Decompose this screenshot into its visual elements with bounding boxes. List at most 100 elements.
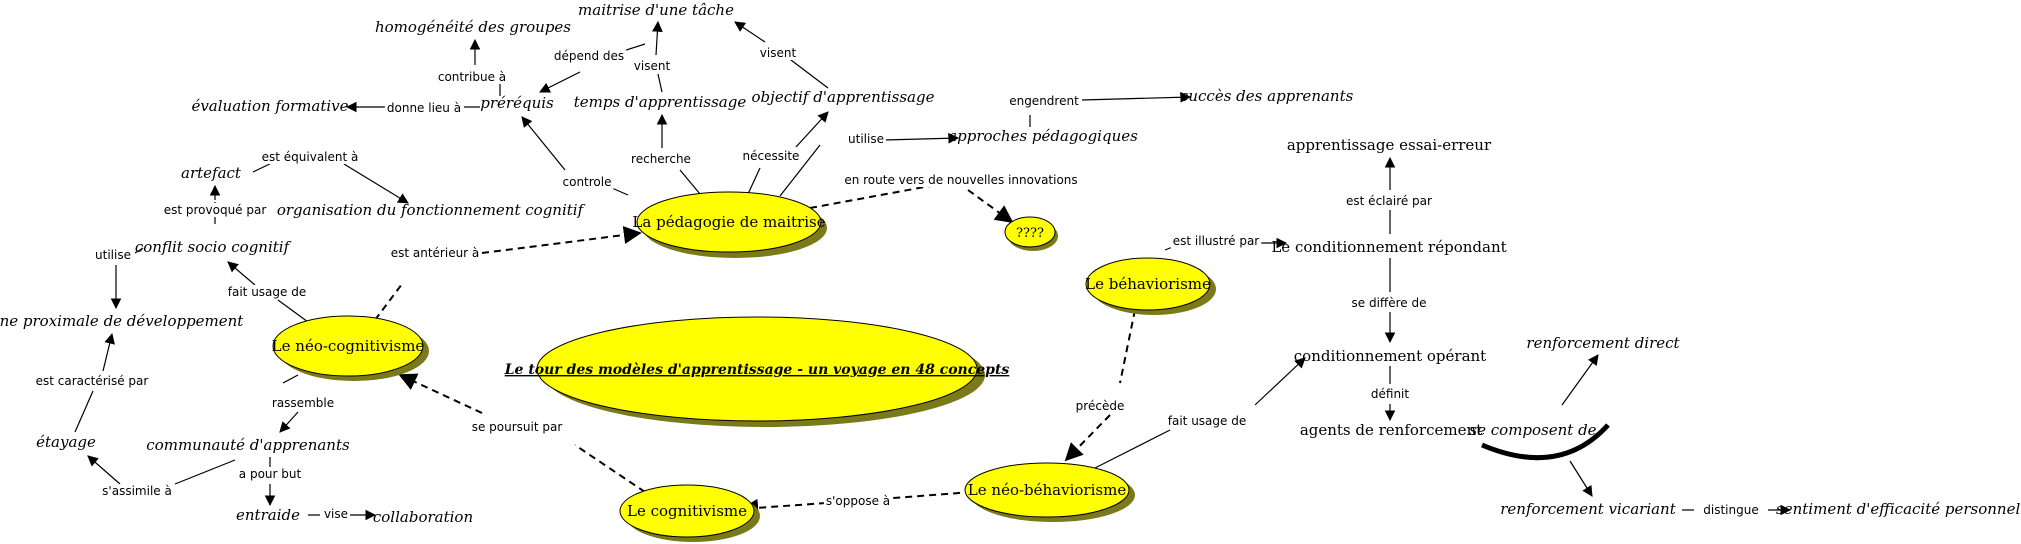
concept-prerequis[interactable]: préréquis xyxy=(480,94,554,112)
link-label-bg xyxy=(33,374,151,388)
link-caracterise: est caractérisé par xyxy=(36,374,149,388)
concept-temps[interactable]: temps d'apprentissage xyxy=(574,93,747,111)
link-engendrent: engendrent xyxy=(1009,94,1079,108)
link-label-bg xyxy=(631,59,673,73)
line-necessite-objectif xyxy=(795,111,829,148)
title-bubble[interactable]: Le tour des modèles d'apprentissage - un… xyxy=(504,316,1010,427)
concept-artefact[interactable]: artefact xyxy=(181,164,242,182)
link-precede: précède xyxy=(1076,399,1125,413)
map-title: Le tour des modèles d'apprentissage - un… xyxy=(504,362,1010,378)
concept-se-composent[interactable]: se composent de xyxy=(1469,421,1596,439)
link-label-bg xyxy=(823,494,893,508)
link-donne-lieu: donne lieu à xyxy=(387,101,461,115)
line-utilise-approches xyxy=(884,132,960,144)
link-label-bg xyxy=(100,484,174,498)
link-fait-usage1: fait usage de xyxy=(228,285,306,299)
concept-zone[interactable]: zone proximale de développement xyxy=(0,312,244,330)
line-pedagogie-necessite xyxy=(747,167,761,195)
concept-agents[interactable]: agents de renforcement xyxy=(1300,421,1482,439)
link-label-bg xyxy=(388,246,482,260)
link-provoque: est provoqué par xyxy=(164,203,267,217)
link-label-bg xyxy=(321,507,351,521)
bubble-cognitivisme-label: Le cognitivisme xyxy=(627,502,747,520)
bubble-cognitivisme[interactable]: Le cognitivisme xyxy=(619,484,760,542)
concepts: homogénéité des groupes maitrise d'une t… xyxy=(0,1,2021,526)
link-differe: se diffère de xyxy=(1352,296,1427,310)
line-precede-neobehav xyxy=(1064,414,1111,462)
link-eclaire: est éclairé par xyxy=(1346,194,1432,208)
link-label-bg xyxy=(1007,94,1082,108)
link-label-bg xyxy=(842,173,1080,187)
concept-conditionnement-operant[interactable]: conditionnement opérant xyxy=(1294,347,1486,365)
line-oppose-cognitivisme xyxy=(740,498,827,517)
link-label-bg xyxy=(1170,234,1262,248)
concept-renforcement-vicariant[interactable]: renforcement vicariant xyxy=(1500,500,1676,518)
link-oppose: s'oppose à xyxy=(826,494,890,508)
line-pedagogie-recherche xyxy=(679,169,701,195)
concept-renforcement-direct[interactable]: renforcement direct xyxy=(1526,334,1680,352)
line-equivalent-organisation xyxy=(343,163,409,204)
link-anterieur: est antérieur à xyxy=(391,246,480,260)
bubble-pedagogie[interactable]: La pédagogie de maitrise xyxy=(632,191,827,258)
bubble-pedagogie-label: La pédagogie de maitrise xyxy=(632,213,825,231)
concept-approches[interactable]: approches pédagogiques xyxy=(948,127,1138,145)
line-anterieur-pedagogie xyxy=(481,226,642,254)
line-enroute-unknown xyxy=(967,189,1014,224)
concept-conditionnement-repondant[interactable]: Le conditionnement répondant xyxy=(1271,238,1506,256)
link-en-route: en route vers de nouvelles innovations xyxy=(844,173,1077,187)
line-caracterise-zone xyxy=(102,332,115,372)
link-label-bg xyxy=(1073,399,1127,413)
bubble-unknown[interactable]: ???? xyxy=(1004,216,1058,251)
concept-organisation[interactable]: organisation du fonctionnement cognitif xyxy=(277,201,586,219)
link-label-bg xyxy=(1349,296,1429,310)
concept-efficacite[interactable]: sentiment d'efficacité personnelle xyxy=(1776,500,2021,518)
concept-evaluation-formative[interactable]: évaluation formative xyxy=(191,97,348,115)
line-depend-prerequis xyxy=(539,71,581,93)
concept-essai-erreur[interactable]: apprentissage essai-erreur xyxy=(1287,136,1492,154)
bubble-neo-cognitivisme[interactable]: Le néo-cognitivisme xyxy=(272,315,429,381)
concept-etayage[interactable]: étayage xyxy=(36,433,96,451)
line-rassemble-communaute xyxy=(279,411,299,433)
link-label-bg xyxy=(225,285,309,299)
link-label-bg xyxy=(560,175,614,189)
line-engendrent-succes xyxy=(1081,91,1192,103)
link-rassemble: rassemble xyxy=(272,396,334,410)
link-label-bg xyxy=(384,101,464,115)
link-label-bg xyxy=(740,149,802,163)
link-label-bg xyxy=(1368,387,1412,401)
line-composent-vicariant xyxy=(1569,460,1593,497)
link-label-bg xyxy=(93,248,133,262)
concept-entraide[interactable]: entraide xyxy=(236,506,300,524)
concept-collaboration[interactable]: collaboration xyxy=(373,508,473,526)
link-label-bg xyxy=(469,420,565,434)
link-label-bg xyxy=(161,203,269,217)
link-assimile: s'assimile à xyxy=(102,484,172,498)
link-distingue: distingue xyxy=(1703,503,1758,517)
concept-maitrise-tache[interactable]: maitrise d'une tâche xyxy=(578,1,734,19)
line-pedagogie-enroute xyxy=(809,185,931,209)
link-poursuit: se poursuit par xyxy=(472,420,563,434)
bubble-behaviorisme[interactable]: Le béhaviorisme xyxy=(1085,257,1216,315)
link-controle: controle xyxy=(563,175,612,189)
concept-homogeneite[interactable]: homogénéité des groupes xyxy=(375,18,571,36)
link-recherche: recherche xyxy=(631,152,691,166)
line-etayage-caracterise xyxy=(74,390,94,433)
concept-communaute[interactable]: communauté d'apprenants xyxy=(146,436,350,454)
line-neobehav-faitusage xyxy=(1094,429,1171,469)
line-cognitivisme-poursuit xyxy=(574,444,646,493)
link-contribue: contribue à xyxy=(438,70,506,84)
line-conflit-utilise2 xyxy=(134,247,144,254)
connectors xyxy=(74,20,1792,521)
line-controle-prerequis xyxy=(521,116,566,171)
link-label-bg xyxy=(629,152,693,166)
line-objectif-visent2 xyxy=(786,56,829,89)
concept-succes[interactable]: succès des apprenants xyxy=(1181,87,1354,105)
link-equivalent: est équivalent à xyxy=(262,150,359,164)
line-poursuit-neocog xyxy=(398,373,483,414)
line-neocog-faitusage xyxy=(277,299,309,323)
link-visent2: visent xyxy=(760,46,797,60)
bubble-neo-behaviorisme[interactable]: Le néo-béhaviorisme xyxy=(964,462,1135,522)
composent-curve xyxy=(1481,423,1610,461)
concept-objectif[interactable]: objectif d'apprentissage xyxy=(752,88,935,106)
concept-conflit[interactable]: conflit socio cognitif xyxy=(135,238,292,256)
